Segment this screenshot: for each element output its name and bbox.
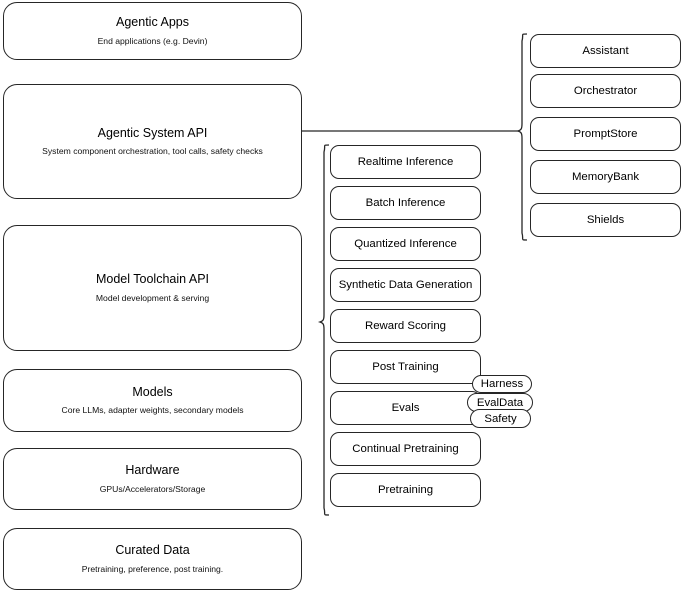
toolchain-item-synthetic-data-generation[interactable]: Synthetic Data Generation <box>330 268 481 302</box>
toolchain-item-pretraining[interactable]: Pretraining <box>330 473 481 507</box>
evals-tag-label: Harness <box>480 378 524 390</box>
layer-title: Model Toolchain API <box>95 272 210 287</box>
layer-subtitle: System component orchestration, tool cal… <box>42 146 263 157</box>
agentic-system-item-label: MemoryBank <box>571 170 640 183</box>
evals-tag-harness[interactable]: Harness <box>472 375 532 393</box>
toolchain-item-batch-inference[interactable]: Batch Inference <box>330 186 481 220</box>
agentic-system-item-assistant[interactable]: Assistant <box>530 34 681 68</box>
evals-tag-label: Safety <box>484 412 517 425</box>
toolchain-item-label: Synthetic Data Generation <box>338 278 473 291</box>
layer-card-model-toolchain-api[interactable]: Model Toolchain API Model development & … <box>3 225 302 351</box>
layer-subtitle: Core LLMs, adapter weights, secondary mo… <box>61 405 244 416</box>
layer-card-agentic-system-api[interactable]: Agentic System API System component orch… <box>3 84 302 199</box>
toolchain-item-label: Evals <box>391 401 420 414</box>
layer-title: Models <box>132 384 173 399</box>
toolchain-item-post-training[interactable]: Post Training <box>330 350 481 384</box>
layer-subtitle: End applications (e.g. Devin) <box>97 35 208 46</box>
evals-tag-label: EvalData <box>476 396 524 409</box>
layer-card-hardware[interactable]: Hardware GPUs/Accelerators/Storage <box>3 448 302 510</box>
layer-subtitle: GPUs/Accelerators/Storage <box>99 483 206 494</box>
agentic-system-item-label: Orchestrator <box>573 84 638 97</box>
agentic-system-item-orchestrator[interactable]: Orchestrator <box>530 74 681 108</box>
toolchain-item-evals[interactable]: Evals <box>330 391 481 425</box>
toolchain-item-label: Batch Inference <box>365 196 446 209</box>
layer-title: Curated Data <box>115 543 190 558</box>
agentic-system-item-shields[interactable]: Shields <box>530 203 681 237</box>
layer-title: Hardware <box>125 463 180 478</box>
layer-subtitle: Pretraining, preference, post training. <box>81 563 224 574</box>
layer-subtitle: Model development & serving <box>95 292 210 303</box>
toolchain-item-reward-scoring[interactable]: Reward Scoring <box>330 309 481 343</box>
layer-card-models[interactable]: Models Core LLMs, adapter weights, secon… <box>3 369 302 432</box>
layer-card-agentic-apps[interactable]: Agentic Apps End applications (e.g. Devi… <box>3 2 302 60</box>
toolchain-item-label: Continual Pretraining <box>352 442 459 455</box>
toolchain-item-continual-pretraining[interactable]: Continual Pretraining <box>330 432 481 466</box>
layer-title: Agentic System API <box>97 125 208 140</box>
toolchain-item-label: Quantized Inference <box>354 237 457 250</box>
bracket-model-toolchain <box>317 144 330 516</box>
toolchain-item-label: Post Training <box>372 360 439 373</box>
toolchain-item-realtime-inference[interactable]: Realtime Inference <box>330 145 481 179</box>
toolchain-item-quantized-inference[interactable]: Quantized Inference <box>330 227 481 261</box>
agentic-system-item-label: Assistant <box>582 44 629 57</box>
toolchain-item-label: Realtime Inference <box>357 155 454 168</box>
agentic-system-item-label: Shields <box>586 213 625 226</box>
toolchain-item-label: Reward Scoring <box>364 319 447 332</box>
bracket-agentic-system <box>515 33 528 241</box>
evals-tag-safety[interactable]: Safety <box>470 409 531 428</box>
agentic-system-item-memorybank[interactable]: MemoryBank <box>530 160 681 194</box>
layer-card-curated-data[interactable]: Curated Data Pretraining, preference, po… <box>3 528 302 590</box>
agentic-system-item-label: PromptStore <box>573 127 638 140</box>
layer-title: Agentic Apps <box>116 15 189 30</box>
toolchain-item-label: Pretraining <box>377 483 434 496</box>
agentic-system-item-promptstore[interactable]: PromptStore <box>530 117 681 151</box>
